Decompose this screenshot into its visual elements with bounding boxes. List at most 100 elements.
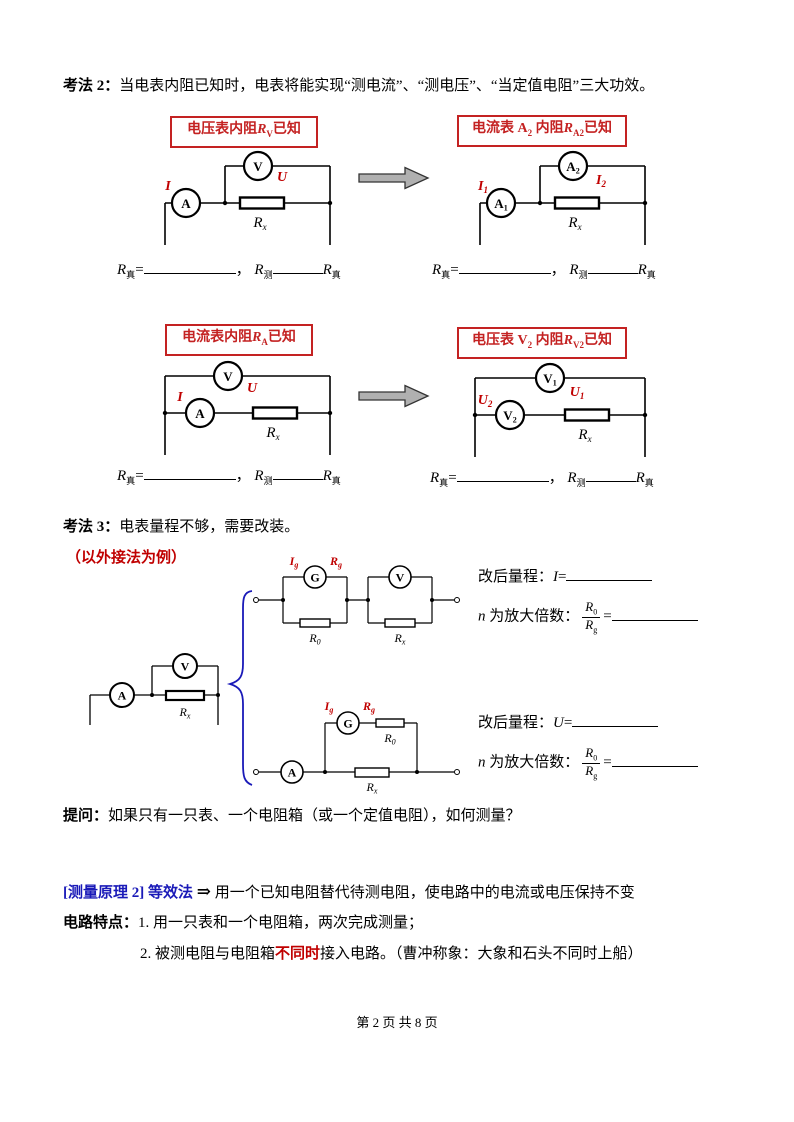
circuit-shunt-conversion: G V Ig Rg R0 Rx bbox=[253, 554, 460, 647]
ammeter-letter: A bbox=[118, 689, 127, 703]
comma: ， bbox=[548, 470, 564, 486]
n-symbol: n bbox=[478, 608, 486, 625]
box1-post: 已知 bbox=[272, 122, 301, 137]
feature-item-2-highlight: 不同时 bbox=[275, 946, 321, 962]
rx-label: Rx bbox=[577, 427, 591, 444]
equals: = bbox=[558, 569, 567, 585]
ammeter-circle bbox=[170, 187, 202, 219]
current2-label: I2 bbox=[595, 173, 606, 189]
r-true-sub: 真 bbox=[439, 478, 449, 488]
circuit-series-conversion: A G Ig Rg R0 Rx bbox=[253, 699, 460, 795]
box2-text: 电流表 A bbox=[472, 121, 528, 136]
terminal bbox=[454, 597, 460, 603]
galvanometer-circle bbox=[336, 711, 360, 735]
rx-label: Rx bbox=[179, 705, 191, 721]
node-dot bbox=[323, 770, 327, 774]
feature-line-1: 电路特点：1. 用一只表和一个电阻箱，两次完成测量； bbox=[63, 913, 763, 933]
voltmeter-letter: V bbox=[223, 369, 233, 384]
voltmeter-circle bbox=[388, 565, 412, 589]
blank-line bbox=[585, 468, 636, 482]
voltmeter-letter: V bbox=[181, 660, 190, 674]
box4-post: 已知 bbox=[583, 333, 612, 348]
terminal bbox=[253, 597, 259, 603]
rg-sub: g bbox=[593, 771, 598, 781]
node-dot bbox=[345, 598, 349, 602]
principle-tag: [测量原理 2] 等效法 bbox=[63, 885, 193, 901]
range-line: 改后量程：U= bbox=[478, 712, 698, 734]
ig-label: Ig bbox=[289, 554, 299, 570]
feature-label: 电路特点： bbox=[63, 915, 139, 931]
r-symbol: R bbox=[254, 262, 264, 278]
box2-post: 已知 bbox=[583, 121, 612, 136]
feature-item-1: 1. 用一只表和一个电阻箱，两次完成测量； bbox=[138, 915, 424, 931]
rx-label: Rx bbox=[366, 780, 378, 795]
voltmeter2-circle bbox=[494, 399, 526, 431]
comma: ， bbox=[235, 468, 251, 484]
ig-label: Ig bbox=[324, 699, 334, 715]
comma: ， bbox=[550, 262, 566, 278]
r-symbol: R bbox=[432, 262, 442, 278]
box3-r-symbol: R bbox=[252, 330, 262, 345]
box3-text: 电流表内阻 bbox=[182, 330, 253, 345]
node-dot bbox=[430, 598, 434, 602]
equals: = bbox=[448, 470, 457, 486]
node-dot bbox=[222, 200, 228, 206]
r-true-sub: 真 bbox=[126, 270, 136, 280]
resistor-rx bbox=[251, 406, 299, 420]
resistor-rx bbox=[164, 689, 206, 702]
voltmeter-circle bbox=[242, 150, 274, 182]
voltmeter-letter: V bbox=[253, 159, 263, 174]
equals: = bbox=[135, 468, 144, 484]
resistor-rx bbox=[384, 618, 416, 628]
title-box-ammeter-known: 电流表内阻RA已知 bbox=[165, 324, 313, 356]
voltmeter2-letter: V2 bbox=[503, 408, 516, 425]
r-true-sub: 真 bbox=[331, 476, 341, 486]
r-true-sub: 真 bbox=[126, 476, 136, 486]
r-symbol: R bbox=[585, 762, 594, 778]
page-footer: 第 2 页 共 8 页 bbox=[356, 1015, 438, 1030]
box3-post: 已知 bbox=[267, 330, 296, 345]
voltage2-label: U2 bbox=[478, 393, 493, 409]
node-dot bbox=[415, 770, 419, 774]
box4-r-symbol: R bbox=[563, 333, 573, 348]
r-symbol: R bbox=[322, 262, 332, 278]
r-true-sub: 真 bbox=[441, 270, 451, 280]
resistor-rx bbox=[354, 767, 390, 778]
voltmeter1-circle bbox=[534, 362, 566, 394]
ammeter2-circle bbox=[557, 150, 589, 182]
circuit-original-external: A V Rx bbox=[89, 653, 220, 725]
voltage-label: U bbox=[247, 381, 258, 396]
fraction-denominator: Rg bbox=[582, 762, 600, 781]
node-dot bbox=[150, 693, 154, 697]
box4-r-subscript: V2 bbox=[572, 339, 584, 350]
node-dot bbox=[281, 598, 285, 602]
equals: = bbox=[603, 608, 612, 625]
rg-label: Rg bbox=[362, 699, 375, 715]
ammeter-letter: A bbox=[288, 766, 297, 780]
node-dot bbox=[472, 412, 478, 418]
blank-line bbox=[458, 260, 551, 274]
question-text: 如果只有一只表、一个电阻箱（或一个定值电阻），如何测量？ bbox=[108, 808, 521, 824]
ammeter-circle bbox=[184, 397, 216, 429]
blank-line bbox=[572, 713, 659, 727]
box2-meter-subscript: 2 bbox=[527, 127, 533, 138]
r-measured-sub: 测 bbox=[263, 476, 273, 486]
wires bbox=[259, 576, 454, 624]
node-dot bbox=[537, 200, 543, 206]
box4-meter-subscript: 2 bbox=[527, 339, 533, 350]
r0-sub: 0 bbox=[593, 753, 598, 763]
comma: ， bbox=[235, 262, 251, 278]
galvanometer-letter: G bbox=[310, 571, 319, 585]
terminal bbox=[253, 769, 259, 775]
blank-line bbox=[611, 607, 698, 621]
equals: = bbox=[603, 754, 612, 771]
r-symbol: R bbox=[117, 262, 127, 278]
feature-line-2: 2. 被测电阻与电阻箱不同时接入电路。（曹冲称象：大象和石头不同时上船） bbox=[140, 944, 760, 964]
kaofa2-text: 当电表内阻已知时，电表将能实现“测电流”、“测电压”、“当定值电阻”三大功效。 bbox=[119, 78, 655, 94]
r-true-sub: 真 bbox=[331, 270, 341, 280]
rx-label: Rx bbox=[567, 215, 581, 232]
kaofa3-note: （以外接法为例） bbox=[66, 550, 187, 566]
r-symbol: R bbox=[567, 470, 577, 486]
